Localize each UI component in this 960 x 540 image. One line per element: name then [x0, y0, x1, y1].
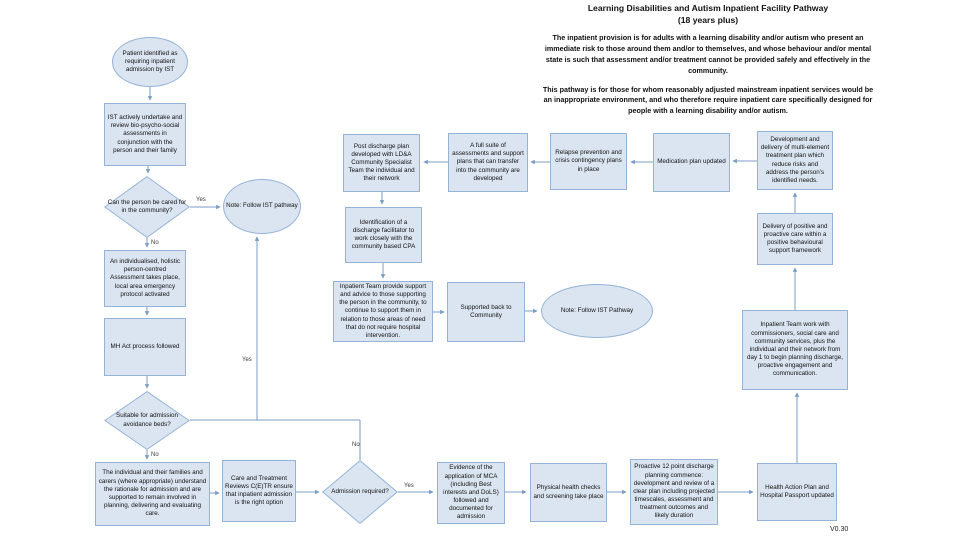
header: Learning Disabilities and Autism Inpatie… — [540, 3, 876, 117]
intro-paragraph-2: This pathway is for those for whom reaso… — [542, 84, 874, 116]
flow-node-ctr-review: Care and Treatment Reviews C(E)TR ensure… — [222, 460, 296, 522]
intro-paragraph-1: The inpatient provision is for adults wi… — [544, 33, 872, 75]
node-label: Patient identified as requiring inpatien… — [122, 49, 178, 74]
flow-node-post-discharge-plan: Post discharge plan developed with LD&A … — [343, 134, 420, 192]
node-label: Relapse prevention and crisis contingenc… — [555, 149, 622, 173]
node-label: MH Act process followed — [110, 342, 180, 350]
diamond-shape — [104, 176, 190, 238]
node-label: A full suite of assessments and support … — [452, 142, 524, 182]
flow-node-physical-health: Physical health checks and screening tak… — [530, 463, 607, 522]
flow-node-follow-ist-pathway-mid: Note: Follow IST Pathway — [541, 284, 653, 338]
flow-node-inpatient-team-work: Inpatient Team work with commissioners, … — [742, 310, 848, 390]
decision-admission-avoidance: Suitable for admission avoidance beds? — [104, 391, 190, 450]
diamond-shape — [322, 460, 398, 524]
flow-node-inpatient-team-support: Inpatient Team provide support and advic… — [333, 281, 433, 342]
flow-node-discharge-facilitator: Identification of a discharge facilitato… — [345, 207, 422, 263]
flow-node-multi-element-plan: Development and delivery of multi-elemen… — [757, 131, 833, 190]
decision-admission-required: Admission required? — [322, 460, 398, 524]
edge-label-yes: Yes — [404, 483, 414, 489]
edge-label-no: No — [352, 442, 360, 448]
node-label: Medication plan updated — [657, 158, 726, 166]
flow-node-supported-back: Supported back to Community — [447, 282, 525, 342]
node-label: Post discharge plan developed with LD&A … — [348, 142, 415, 183]
node-label: Suitable for admission avoidance beds? — [116, 412, 178, 428]
node-label: An individualised, holistic person-centr… — [109, 258, 180, 298]
flow-node-health-action-plan: Health Action Plan and Hospital Passport… — [757, 463, 837, 521]
flow-node-ist-assessments: IST actively undertake and review bio-ps… — [104, 103, 186, 166]
node-label: Delivery of positive and proactive care … — [762, 222, 828, 255]
node-label: Note: Follow IST pathway — [226, 202, 298, 210]
page-title: Learning Disabilities and Autism Inpatie… — [587, 3, 829, 13]
flow-node-mh-act: MH Act process followed — [104, 318, 186, 376]
flow-node-positive-proactive-care: Delivery of positive and proactive care … — [757, 213, 833, 265]
flow-node-families-carers: The individual and their families and ca… — [95, 462, 210, 526]
page-subtitle: (18 years plus) — [677, 14, 739, 25]
flow-node-individualised-assessment: An individualised, holistic person-centr… — [104, 250, 186, 307]
flow-node-relapse-prevention: Relapse prevention and crisis contingenc… — [550, 133, 627, 190]
node-label: The individual and their families and ca… — [98, 469, 207, 518]
node-label: Inpatient Team work with commissioners, … — [747, 321, 843, 378]
node-label: Evidence of the application of MCA (incl… — [443, 464, 499, 521]
flow-node-mca-evidence: Evidence of the application of MCA (incl… — [437, 462, 505, 524]
node-label: Note: Follow IST Pathway — [560, 306, 634, 314]
decision-community-care: Can the person be cared for in the commu… — [104, 176, 190, 238]
diamond-shape — [104, 391, 190, 450]
node-label: Care and Treatment Reviews C(E)TR ensure… — [225, 474, 293, 507]
node-label: Development and delivery of multi-elemen… — [760, 135, 830, 184]
node-label: Supported back to Community — [460, 303, 512, 319]
flow-node-patient-identified: Patient identified as requiring inpatien… — [112, 37, 188, 87]
edge-label-no: No — [151, 452, 159, 458]
node-label: Can the person be cared for in the commu… — [107, 198, 187, 214]
node-label: Identification of a discharge facilitato… — [351, 218, 416, 251]
flow-node-full-suite: A full suite of assessments and support … — [448, 133, 528, 192]
edge-label-yes: Yes — [242, 357, 252, 363]
edge-label-no: No — [151, 240, 159, 246]
node-label: IST actively undertake and review bio-ps… — [107, 114, 183, 154]
flow-node-discharge-planning: Proactive 12 point discharge planning co… — [630, 459, 718, 525]
edge-label-yes: Yes — [196, 197, 206, 203]
node-label: Health Action Plan and Hospital Passport… — [760, 483, 834, 499]
version-label: V0.30 — [830, 526, 849, 533]
node-label: Inpatient Team provide support and advic… — [339, 282, 427, 339]
flow-node-medication-plan: Medication plan updated — [653, 133, 730, 192]
flow-node-follow-ist-pathway-top: Note: Follow IST pathway — [223, 179, 301, 234]
node-label: Proactive 12 point discharge planning co… — [633, 463, 715, 520]
node-label: Physical health checks and screening tak… — [533, 484, 604, 500]
node-label: Admission required? — [331, 487, 389, 495]
